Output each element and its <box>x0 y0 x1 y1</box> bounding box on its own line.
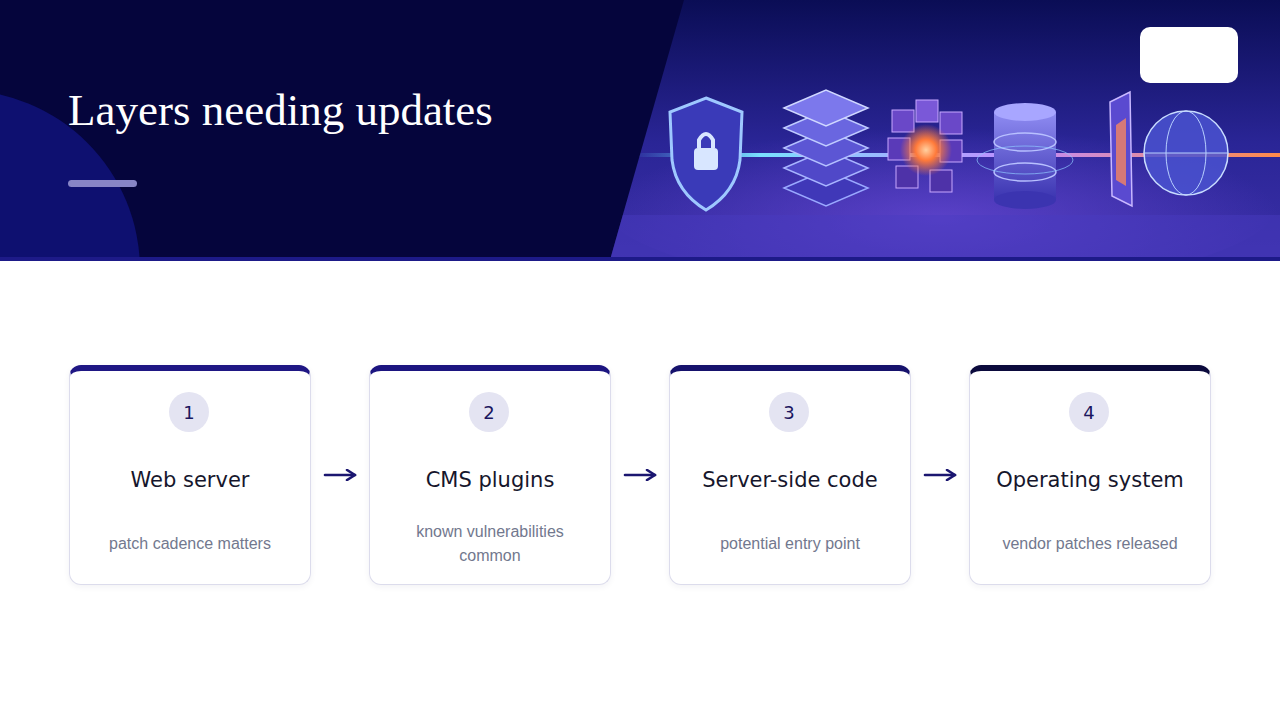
step-badge: 3 <box>769 392 809 432</box>
cube-block <box>892 110 914 132</box>
core-glow <box>900 124 952 176</box>
card-description: potential entry point <box>694 519 886 569</box>
step-number: 4 <box>1083 402 1094 423</box>
step-badge: 1 <box>169 392 209 432</box>
flow-arrow <box>925 474 955 477</box>
globe-outline <box>1144 111 1228 195</box>
security-illustration <box>600 0 1280 290</box>
globe-icon <box>1144 111 1228 195</box>
card-heading: Server-side code <box>676 465 904 495</box>
card-heading: Web server <box>76 465 304 495</box>
slide-title: Layers needing updates <box>68 84 493 136</box>
illustration-backdrop <box>600 0 1280 260</box>
step-badge: 4 <box>1069 392 1109 432</box>
database-ring <box>994 163 1056 181</box>
flow-arrow <box>625 474 655 477</box>
layer-plate <box>784 90 868 126</box>
title-underline <box>68 180 137 187</box>
cube-block <box>916 100 938 122</box>
card-heading: CMS plugins <box>376 465 604 495</box>
padlock-shackle <box>699 134 713 148</box>
step-number: 1 <box>183 402 194 423</box>
shield-icon <box>670 98 742 210</box>
database-ring <box>994 133 1056 151</box>
layer-card: Operating system vendor patches released 4 <box>969 365 1211 585</box>
panel-core <box>1116 118 1126 186</box>
card-heading: Operating system <box>976 465 1204 495</box>
logo-placeholder <box>1140 27 1238 83</box>
card-description: vendor patches released <box>994 519 1186 569</box>
flow-arrow <box>325 474 355 477</box>
step-number: 2 <box>483 402 494 423</box>
globe-equator <box>1144 153 1228 154</box>
padlock-body <box>694 148 718 170</box>
database-top <box>994 103 1056 121</box>
database-body <box>994 112 1056 200</box>
orbit-ring <box>977 146 1073 174</box>
card-description: known vulnerabilities common <box>394 519 586 569</box>
card-description: patch cadence matters <box>94 519 286 569</box>
layer-card: Web server patch cadence matters 1 <box>69 365 311 585</box>
database-base <box>994 191 1056 209</box>
panel-icon <box>1110 92 1132 206</box>
illustration-floor <box>610 215 1280 260</box>
step-badge: 2 <box>469 392 509 432</box>
step-number: 3 <box>783 402 794 423</box>
layer-card: Server-side code potential entry point 3 <box>669 365 911 585</box>
layer-card: CMS plugins known vulnerabilities common 2 <box>369 365 611 585</box>
header-edge <box>0 257 1280 261</box>
